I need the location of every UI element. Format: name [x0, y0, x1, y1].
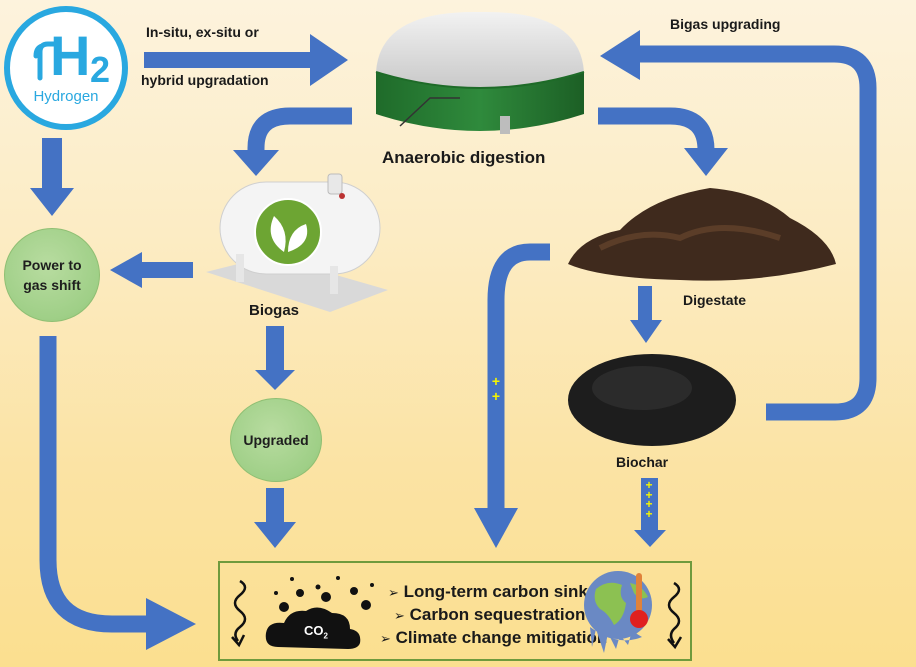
- arrow-biogas-to-power-to-gas: [110, 252, 193, 288]
- outcome-item: ➢ Long-term carbon sink: [380, 581, 607, 604]
- arrow-biochar-to-outcomes: [634, 478, 666, 547]
- arrow-biogas-to-upgraded: [255, 326, 295, 390]
- arrow-biochar-to-digester-loop: [636, 45, 877, 421]
- arrowhead-digester-to-biogas: [233, 150, 279, 176]
- upgradation-label-line2: hybrid upgradation: [141, 72, 269, 88]
- bullet-arrow-icon: ➢: [388, 585, 399, 600]
- wavy-arrow-left-icon: [233, 579, 247, 642]
- arrow-power-to-gas-to-outcomes: [39, 336, 150, 633]
- digestate-label: Digestate: [683, 292, 747, 308]
- wavy-arrow-right-icon: [667, 581, 681, 644]
- arrowhead-digestate-outcomes: [474, 508, 518, 548]
- bullet-arrow-icon: ➢: [394, 608, 405, 623]
- biogas-tank-icon: [206, 173, 388, 312]
- bullet-arrow-icon: ➢: [380, 631, 391, 646]
- biogas-digester-icon: [375, 11, 585, 134]
- co2-label: CO: [304, 623, 324, 638]
- arrow-digester-to-biogas-curve: [247, 107, 352, 152]
- arrowhead-digester-to-digestate: [684, 148, 728, 176]
- biogas-upgrading-label: Bigas upgrading: [670, 16, 781, 32]
- plus-markers-digestate-path: ++: [491, 373, 501, 404]
- power-to-gas-line2: gas shift: [23, 277, 81, 293]
- outcome-long-term-carbon-sink: Long-term carbon sink: [403, 582, 588, 601]
- leaf-icon: [270, 216, 308, 252]
- power-to-gas-line1: Power to: [22, 257, 82, 273]
- outcome-item: ➢ Climate change mitigation: [380, 627, 607, 650]
- arrow-hydrogen-to-digester: [144, 34, 348, 86]
- biogas-label: Biogas: [249, 302, 300, 319]
- hydrogen-symbol: H: [50, 24, 91, 87]
- hydrogen-logo: H 2 Hydrogen: [4, 6, 128, 130]
- arrowhead-biogas-upgrading: [600, 30, 640, 80]
- hydrogen-fuel-icon: [33, 41, 57, 81]
- co2-text: CO2: [304, 623, 328, 641]
- biochar-pile-icon: [568, 354, 736, 446]
- upgraded-node: Upgraded: [230, 398, 322, 482]
- outcomes-list: ➢ Long-term carbon sink ➢ Carbon sequest…: [380, 581, 607, 650]
- co2-particles: [274, 576, 374, 612]
- thermometer-icon: [630, 573, 648, 628]
- outcomes-box: CO2 ➢ Long-term carbon sink ➢ Carbon seq…: [218, 561, 692, 661]
- power-to-gas-node: Power to gas shift: [4, 228, 100, 322]
- hydrogen-caption: Hydrogen: [33, 88, 99, 105]
- melting-earth-graphic: [584, 571, 683, 653]
- outcome-climate-change-mitigation: Climate change mitigation: [395, 628, 608, 647]
- arrow-upgraded-to-outcomes: [254, 488, 296, 548]
- arrow-digester-to-digestate-curve: [598, 107, 715, 151]
- co2-emission-graphic: [231, 576, 374, 649]
- arrowhead-power-to-gas-outcomes: [146, 598, 196, 650]
- outcome-item: ➢ Carbon sequestration: [380, 604, 607, 627]
- upgradation-label-line1: In-situ, ex-situ or: [146, 24, 259, 40]
- co2-cloud-icon: [265, 607, 361, 649]
- arrow-digestate-to-outcomes: [487, 243, 550, 512]
- co2-subscript: 2: [323, 631, 328, 641]
- anaerobic-digestion-label: Anaerobic digestion: [382, 148, 546, 167]
- plus-markers-biochar-path: ++++: [645, 478, 653, 521]
- digestate-pile-icon: [568, 188, 836, 281]
- biochar-label: Biochar: [616, 454, 669, 470]
- arrow-digestate-to-biochar: [630, 286, 662, 343]
- arrow-hydrogen-to-power-to-gas: [30, 138, 74, 216]
- hydrogen-subscript: 2: [90, 49, 111, 90]
- outcome-carbon-sequestration: Carbon sequestration: [409, 605, 586, 624]
- upgraded-label: Upgraded: [243, 432, 309, 448]
